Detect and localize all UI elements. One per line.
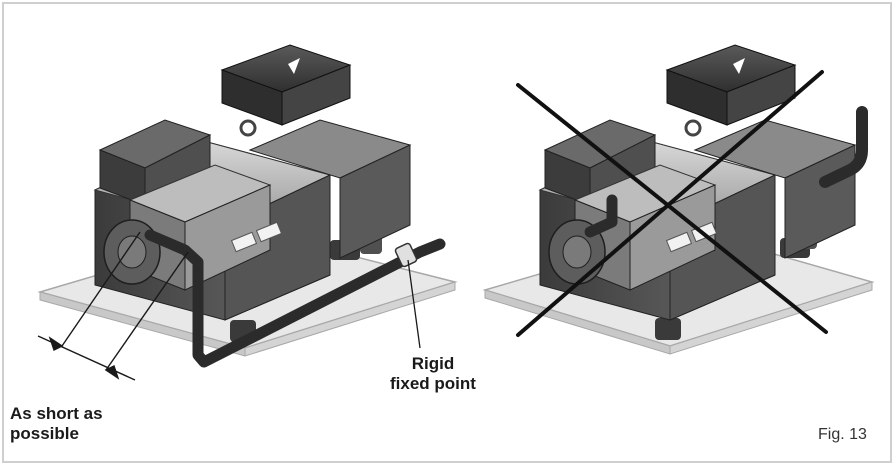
dimension-marker [37,231,189,381]
annotation-fixed-line1: Rigid [411,354,455,373]
annotation-rigid-fixed-point: Rigid fixed point [390,354,476,394]
pipe-routed [144,229,446,368]
pipe-elbow-rear [819,106,868,188]
leader-fixed-point [407,259,421,349]
annotation-fixed-line2: fixed point [390,374,476,393]
compressor-correct-icon [37,44,458,381]
annotation-short-line2: possible [10,424,79,443]
compressor-wrong-icon [482,44,875,355]
rigid-fixed-point-clamp [394,242,418,268]
pipe-stub-front [584,194,618,238]
figure-caption: Fig. 13 [818,426,867,443]
annotation-as-short-as-possible: As short as possible [10,404,103,444]
annotation-short-line1: As short as [10,404,103,423]
cross-mark-icon [516,70,828,337]
